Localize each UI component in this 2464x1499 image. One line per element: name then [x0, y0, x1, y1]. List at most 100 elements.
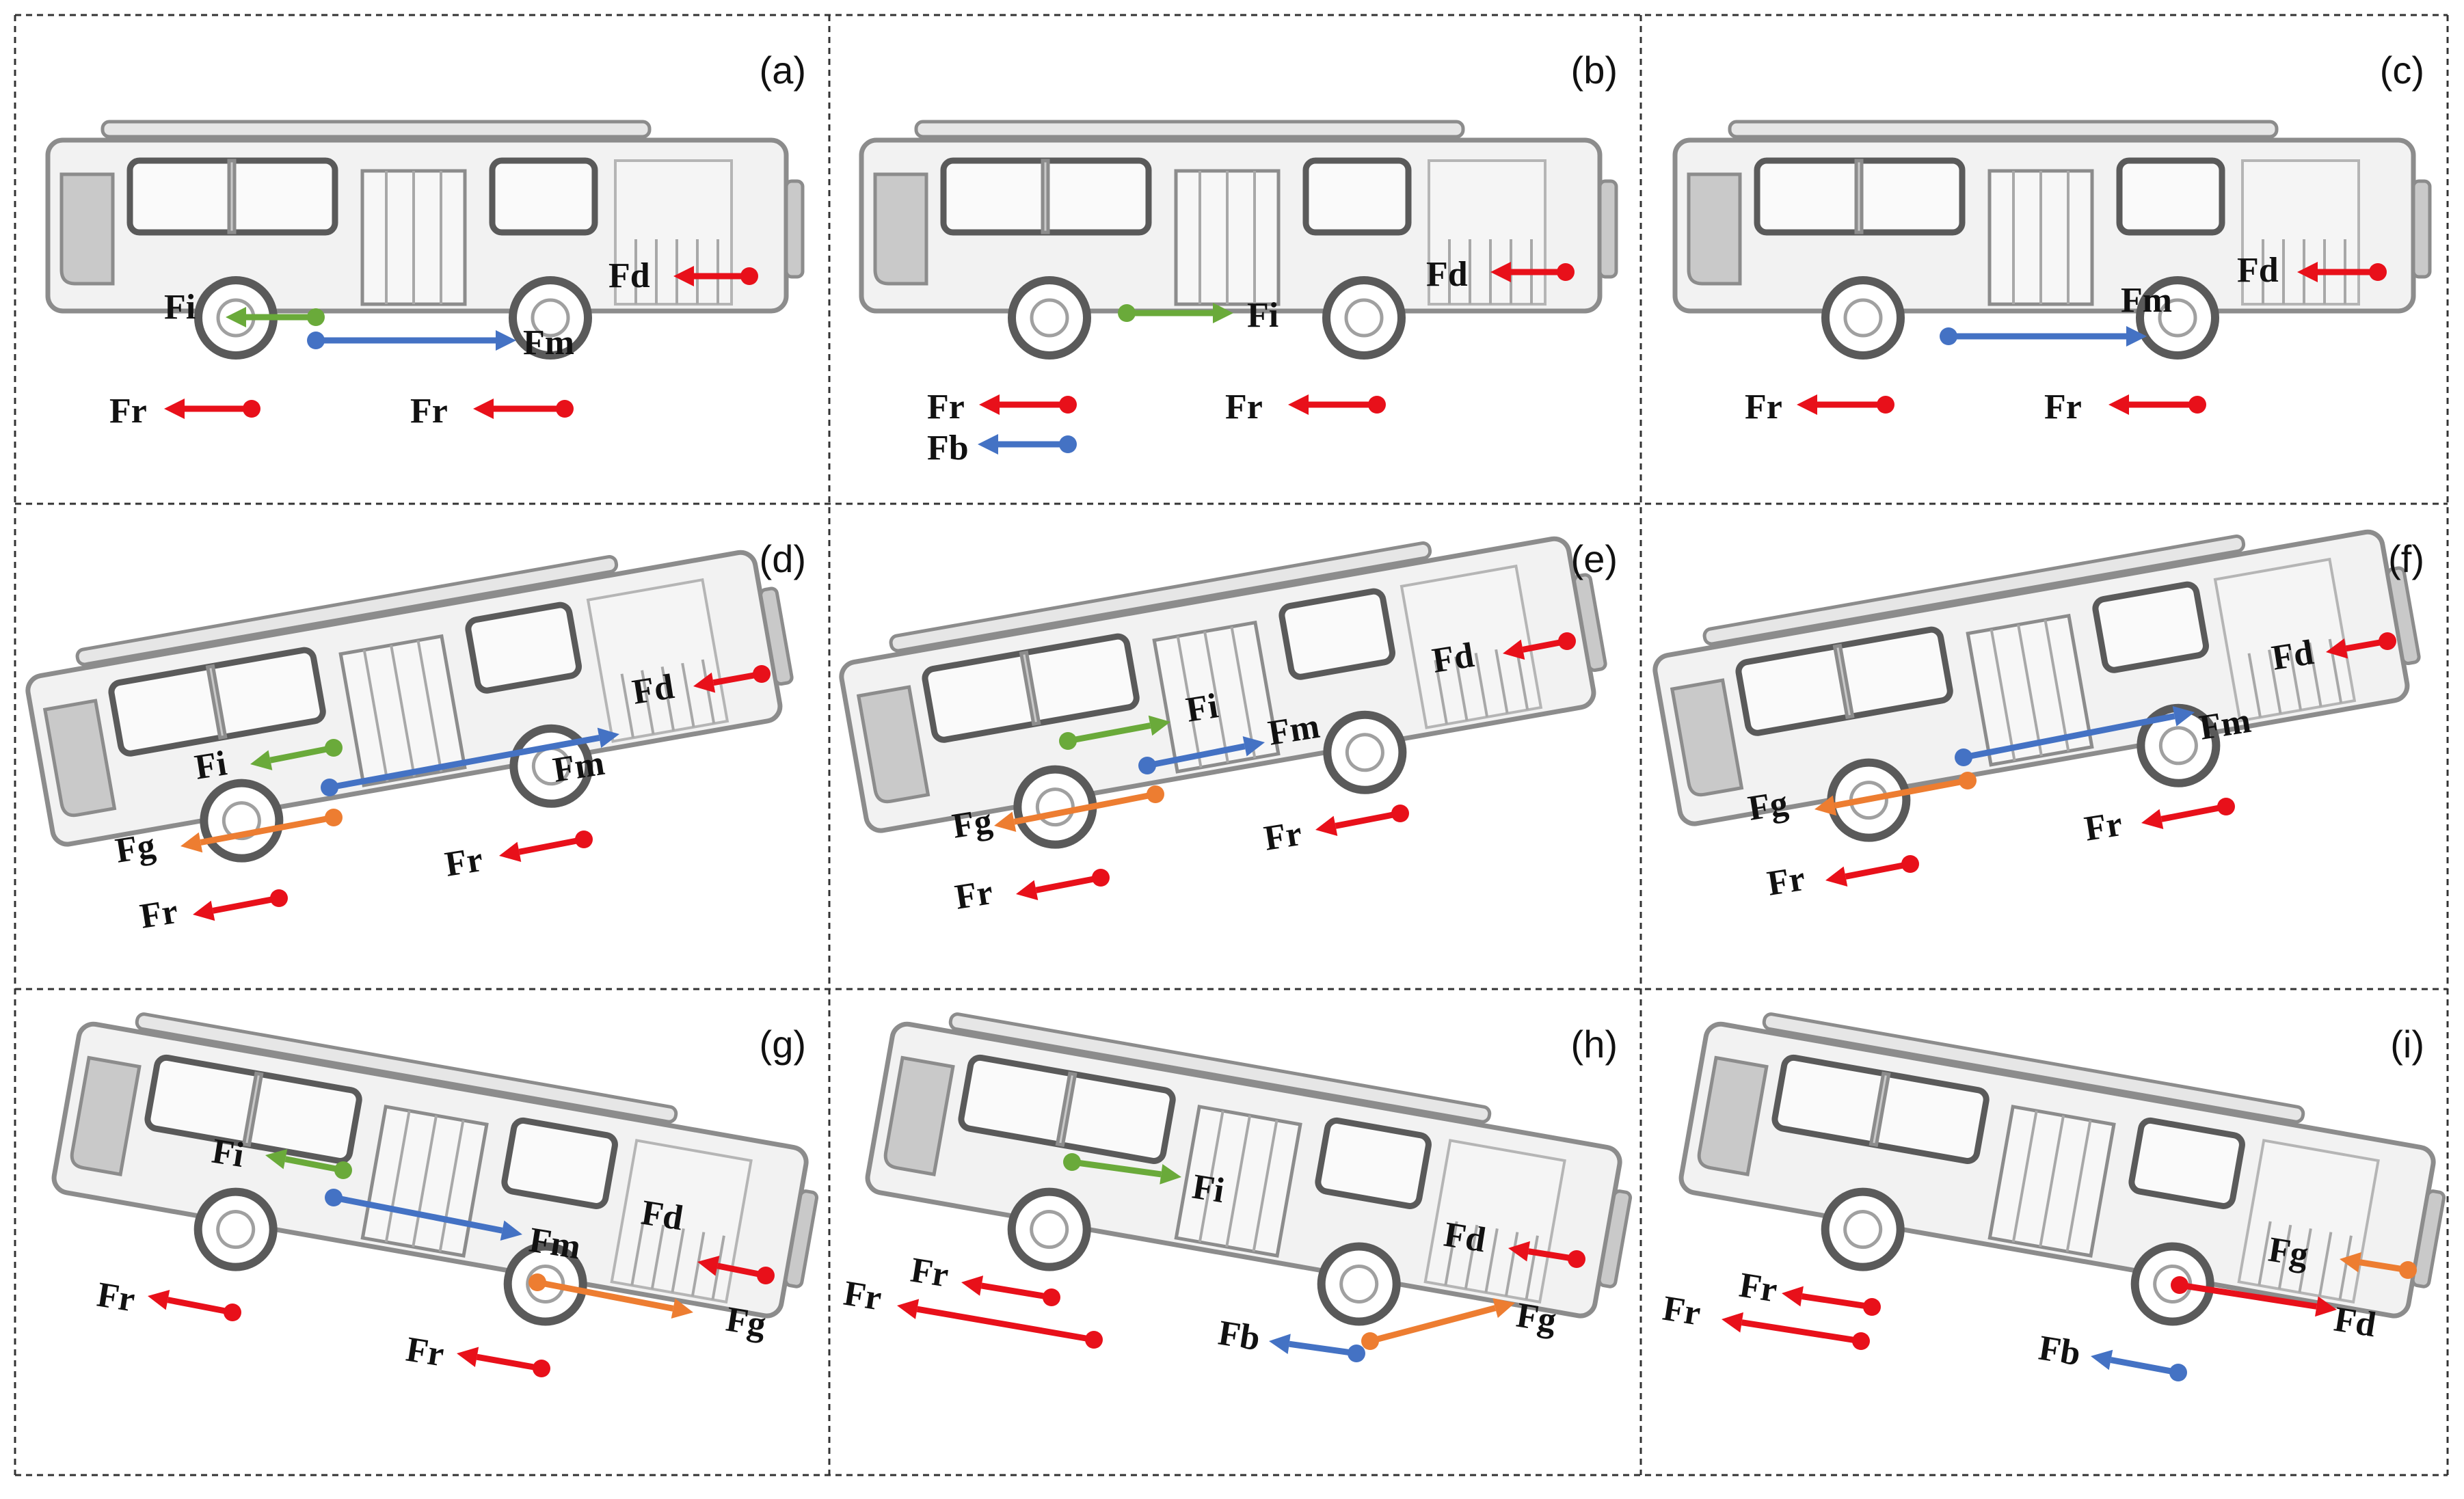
- force-arrow-fr: Fr: [1660, 1289, 1870, 1350]
- force-origin-dot: [321, 779, 338, 796]
- force-origin-dot: [2369, 263, 2387, 281]
- force-arrowhead: [265, 1148, 288, 1170]
- force-arrow-fr: Fr: [1261, 805, 1409, 859]
- force-arrow-fm: Fm: [1955, 701, 2253, 766]
- force-arrowhead: [250, 750, 273, 770]
- force-arrowhead: [164, 399, 185, 419]
- force-origin-dot: [2379, 632, 2396, 650]
- force-label: Fb: [927, 429, 969, 468]
- force-origin-dot: [1568, 1250, 1585, 1268]
- force-arrow-fr: Fr: [1737, 1266, 1881, 1316]
- force-arrow-fg: Fg: [950, 785, 1164, 846]
- force-label: Fr: [442, 840, 485, 884]
- force-origin-dot: [533, 1360, 550, 1377]
- force-arrowhead: [1269, 1334, 1291, 1355]
- bus-illustration-layer: [23, 122, 2455, 1365]
- force-origin-dot: [325, 739, 343, 757]
- force-arrowhead: [1490, 262, 1511, 282]
- force-arrowhead: [697, 1256, 720, 1276]
- force-shaft: [916, 1306, 1095, 1343]
- force-arrowhead: [1016, 880, 1039, 901]
- force-label: Fi: [1183, 686, 1221, 730]
- force-arrowhead: [961, 1275, 984, 1296]
- force-arrowhead: [673, 266, 694, 286]
- force-arrow-fd: Fd: [608, 256, 758, 295]
- force-origin-dot: [1063, 1153, 1081, 1171]
- force-label: Fr: [1660, 1289, 1703, 1334]
- force-arrow-fd: Fd: [1426, 255, 1575, 294]
- force-origin-dot: [325, 1189, 343, 1206]
- force-arrowhead: [193, 900, 215, 921]
- panel-label: (g): [760, 1023, 806, 1066]
- force-arrow-fr: Fr: [1745, 388, 1894, 427]
- force-shaft: [1369, 1305, 1497, 1345]
- force-shaft: [167, 1297, 233, 1316]
- force-arrowhead: [226, 307, 246, 327]
- force-shaft: [1963, 713, 2175, 761]
- force-arrow-fr: Fr: [137, 889, 288, 936]
- force-origin-dot: [753, 665, 771, 683]
- force-arrowhead: [597, 727, 619, 748]
- force-label: Fd: [1426, 255, 1468, 294]
- force-shaft: [1741, 1319, 1862, 1345]
- force-arrow-fd: Fd: [1441, 1215, 1585, 1268]
- force-arrow-fm: Fm: [325, 1189, 583, 1267]
- force-label: Fr: [1765, 859, 1808, 904]
- panel-label: (h): [1571, 1023, 1618, 1066]
- force-arrow-fm: Fm: [307, 323, 574, 362]
- force-label: Fg: [723, 1300, 768, 1345]
- force-arrowhead: [496, 330, 516, 351]
- force-label: Fd: [608, 256, 650, 295]
- force-arrowhead: [978, 434, 998, 455]
- force-arrowhead: [1825, 866, 1848, 887]
- force-shaft: [2179, 1282, 2318, 1310]
- force-label: Fi: [192, 744, 230, 787]
- force-arrowhead: [457, 1347, 479, 1368]
- force-shaft: [1013, 791, 1156, 825]
- force-label: Fr: [952, 873, 995, 917]
- force-arrow-fd: Fd: [1430, 632, 1576, 681]
- force-arrowhead: [1213, 303, 1233, 323]
- force-origin-dot: [757, 1267, 775, 1284]
- force-arrow-fd: Fd: [2237, 251, 2387, 290]
- force-arrow-fr: Fr: [1765, 855, 1919, 904]
- force-arrow-fb: Fb: [2036, 1329, 2187, 1381]
- force-arrowhead: [2141, 809, 2164, 830]
- force-shaft: [518, 836, 585, 855]
- force-arrow-fd: Fd: [630, 665, 771, 712]
- force-arrowhead: [1315, 815, 1338, 837]
- force-origin-dot: [1059, 435, 1077, 453]
- force-arrow-fi: Fi: [192, 739, 343, 787]
- force-arrow-fm: Fm: [1940, 281, 2172, 347]
- force-origin-dot: [1877, 396, 1894, 414]
- force-arrowhead: [499, 841, 522, 863]
- force-shaft: [2160, 803, 2227, 822]
- force-origin-dot: [1059, 732, 1077, 750]
- force-label: Fi: [1247, 296, 1278, 335]
- force-shaft: [980, 1282, 1052, 1301]
- force-shaft: [333, 1194, 503, 1234]
- force-arrowhead: [1148, 715, 1170, 736]
- force-arrowhead: [897, 1299, 920, 1319]
- force-arrow-fi: Fi: [1118, 296, 1278, 335]
- force-shaft: [1834, 777, 1968, 809]
- force-shaft: [212, 895, 280, 914]
- force-origin-dot: [2217, 798, 2235, 815]
- force-label: Fg: [950, 802, 995, 846]
- force-label: Fg: [1745, 784, 1791, 828]
- force-origin-dot: [2169, 1364, 2187, 1381]
- force-arrowhead: [671, 1298, 693, 1319]
- force-origin-dot: [2188, 396, 2206, 414]
- force-label: Fg: [2266, 1230, 2311, 1275]
- force-arrowhead: [2315, 1296, 2337, 1317]
- bus-illustration-icon: [44, 1003, 828, 1365]
- force-arrow-fg: Fg: [528, 1273, 768, 1345]
- force-label: Fi: [164, 288, 196, 327]
- force-origin-dot: [1940, 327, 1957, 345]
- force-origin-dot: [528, 1273, 546, 1291]
- force-shaft: [1289, 1340, 1357, 1357]
- force-arrow-fg: Fg: [113, 809, 343, 871]
- force-origin-dot: [270, 889, 288, 907]
- force-label: Fd: [639, 1193, 686, 1239]
- force-origin-dot: [243, 400, 260, 418]
